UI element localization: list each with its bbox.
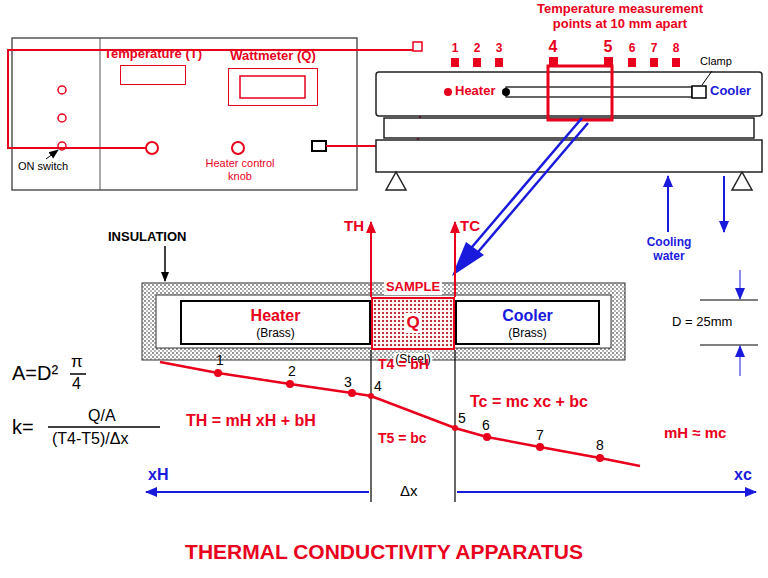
heater-block: Heater (Brass)	[180, 300, 371, 345]
equation: Tc = mc xc + bc	[470, 393, 588, 411]
callout-number: 4	[374, 378, 382, 394]
part-name: Clamp	[700, 55, 732, 68]
callout-number: 3	[496, 42, 503, 56]
callout-number: 8	[596, 437, 604, 453]
callout-number: 3	[344, 374, 352, 390]
axis-label: xc	[734, 466, 752, 484]
formula: k=	[12, 416, 34, 439]
part-name: Cooler	[710, 84, 751, 99]
equation: T4 = bH	[378, 356, 429, 372]
control-name: ON switch	[18, 160, 68, 173]
display-box: Temperature (T)	[120, 65, 186, 85]
insulation-leader	[164, 246, 166, 281]
part-name: Heater	[455, 84, 495, 99]
callout-number: 6	[629, 42, 636, 56]
callout-number: 6	[482, 417, 490, 433]
boundary-line	[370, 350, 371, 502]
fraction-bar	[48, 426, 160, 428]
equation: T5 = bc	[378, 430, 427, 446]
part-name: INSULATION	[108, 230, 186, 245]
axis-label: TH	[344, 217, 364, 234]
equation: TH = mH xH + bH	[186, 412, 316, 430]
fraction-bar	[70, 373, 86, 375]
node-label: SAMPLE	[384, 280, 442, 295]
formula: 4	[72, 375, 81, 393]
apparatus-frame	[376, 66, 762, 232]
node-label: Wattmeter (Q)	[230, 49, 315, 64]
note: Temperature measurement points at 10 mm …	[520, 2, 720, 32]
diagram-title: THERMAL CONDUCTIVITY APPARATUS	[185, 540, 583, 564]
sample-block: SAMPLEQ(Steel)	[371, 297, 455, 350]
display-box: Wattmeter (Q)	[228, 68, 318, 106]
cooler-block: Cooler (Brass)	[455, 300, 600, 345]
tc-axis	[454, 222, 456, 297]
dimension: Δx	[400, 482, 418, 499]
callout-number: 5	[458, 410, 466, 426]
formula: π	[71, 352, 83, 372]
zoom-arrow	[452, 118, 588, 276]
dimension: D = 25mm	[672, 315, 732, 330]
control-name: Heater control knob	[200, 157, 280, 182]
equation: mH ≈ mc	[664, 424, 726, 441]
callout-number: 4	[549, 38, 558, 56]
probe-connector	[413, 42, 422, 51]
callout-number: 7	[536, 427, 544, 443]
formula: A=D²	[12, 362, 58, 385]
axis-label: xH	[148, 466, 168, 484]
callout-number: 5	[604, 38, 613, 56]
formula: (T4-T5)/Δx	[52, 430, 128, 448]
temperature-profile	[160, 362, 640, 466]
th-axis	[370, 222, 372, 297]
xc-axis	[457, 491, 756, 493]
measurement-points	[451, 57, 680, 67]
callout-number: 1	[216, 352, 224, 368]
callout-number: 7	[651, 42, 658, 56]
callout-number: 2	[288, 363, 296, 379]
node-sublabel: (Brass)	[256, 327, 295, 341]
xh-axis	[146, 491, 369, 493]
callout-number: 1	[452, 42, 459, 56]
node-label: Heater	[249, 307, 303, 325]
thermocouple-wire	[8, 50, 417, 148]
instrument-panel	[12, 38, 357, 190]
axis-label: TC	[460, 217, 480, 234]
node-sublabel: (Brass)	[508, 327, 547, 341]
node-sublabel: Q	[404, 313, 421, 333]
callout-number: 2	[474, 42, 481, 56]
node-label: Cooler	[500, 307, 555, 325]
node-label: Temperature (T)	[104, 47, 202, 62]
part-name: Cooling water	[640, 236, 698, 264]
callout-number: 8	[673, 42, 680, 56]
formula: Q/A	[88, 407, 116, 425]
